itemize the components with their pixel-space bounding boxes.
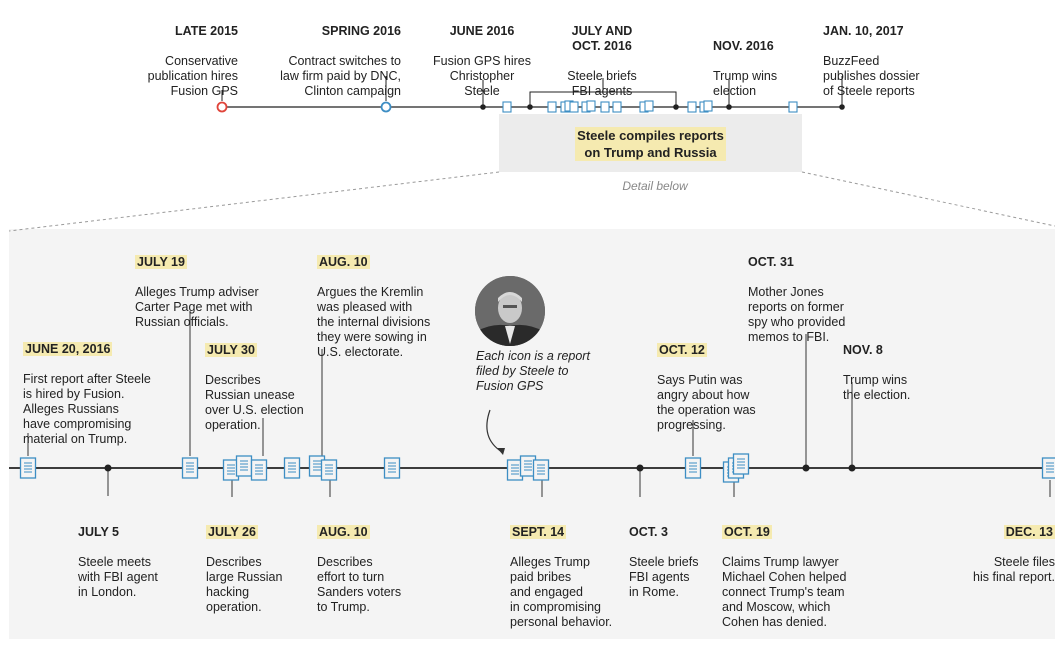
small-doc-icon	[704, 101, 712, 111]
event-july-26: JULY 26 Describes large Russian hacking …	[206, 510, 306, 630]
blue-circle-marker	[382, 103, 391, 112]
dot-marker	[673, 104, 679, 110]
report-doc-icon	[1043, 458, 1055, 478]
dot-marker	[637, 465, 644, 472]
small-doc-icon	[613, 102, 621, 112]
report-doc-icon	[734, 454, 749, 474]
report-doc-icon	[252, 460, 267, 480]
portrait-image	[475, 276, 545, 346]
dot-marker	[803, 465, 810, 472]
event-aug-10-below: AUG. 10 Describes effort to turn Sanders…	[317, 510, 427, 630]
report-doc-icon	[237, 456, 252, 476]
dot-marker	[480, 104, 486, 110]
small-doc-icon	[570, 102, 578, 112]
event-oct-19: OCT. 19 Claims Trump lawyer Michael Cohe…	[722, 510, 877, 645]
small-doc-icon	[548, 102, 556, 112]
small-doc-icon	[587, 101, 595, 111]
small-doc-icon	[503, 102, 511, 112]
event-dec-13: DEC. 13 Steele files his final report.	[945, 510, 1055, 600]
report-doc-icon	[385, 458, 400, 478]
zoom-line-left	[9, 172, 499, 231]
small-doc-icon	[789, 102, 797, 112]
note-arrowhead	[497, 448, 505, 455]
small-doc-icon	[645, 101, 653, 111]
dot-marker	[849, 465, 856, 472]
steele-photo	[475, 276, 545, 346]
report-doc-icon	[322, 460, 337, 480]
report-doc-icon	[534, 460, 549, 480]
event-july-30: JULY 30 Describes Russian unease over U.…	[205, 328, 325, 448]
icon-legend-note: Each icon is a report filed by Steele to…	[476, 349, 616, 394]
event-aug-10-above: AUG. 10 Argues the Kremlin was pleased w…	[317, 240, 467, 375]
dot-marker	[105, 465, 112, 472]
dot-marker	[726, 104, 732, 110]
red-circle-marker	[218, 103, 227, 112]
zoom-line-right	[802, 172, 1055, 226]
dot-marker	[527, 104, 533, 110]
small-doc-icon	[601, 102, 609, 112]
event-july-5: JULY 5 Steele meets with FBI agent in Lo…	[78, 510, 188, 615]
event-nov-8: NOV. 8 Trump wins the election.	[843, 328, 943, 418]
report-doc-icon	[686, 458, 701, 478]
event-oct-3: OCT. 3 Steele briefs FBI agents in Rome.	[629, 510, 719, 615]
event-sept-14: SEPT. 14 Alleges Trump paid bribes and e…	[510, 510, 635, 645]
note-arrow	[487, 410, 502, 452]
dot-marker	[839, 104, 845, 110]
small-doc-icon	[688, 102, 696, 112]
report-doc-icon	[285, 458, 300, 478]
report-doc-icon	[183, 458, 198, 478]
event-june-20-2016: JUNE 20, 2016 First report after Steele …	[23, 327, 183, 462]
